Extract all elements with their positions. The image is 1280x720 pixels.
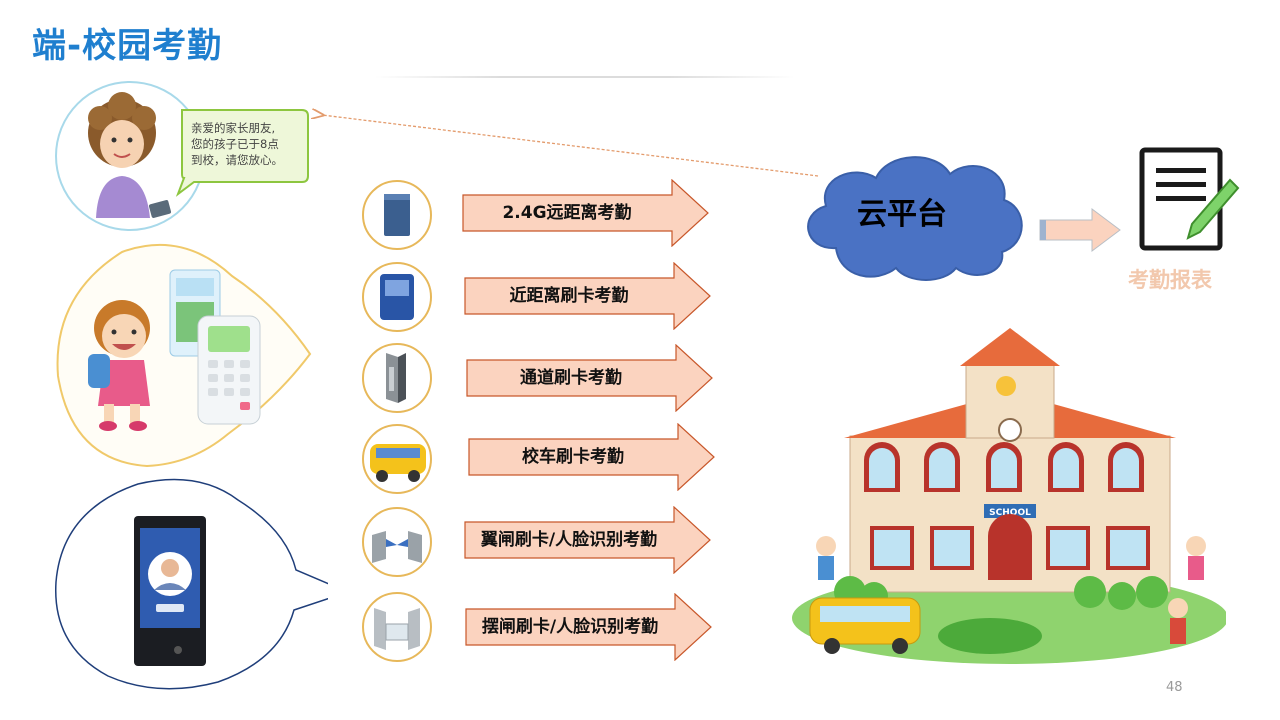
- cloud-platform-shape: 云平台: [807, 156, 1023, 281]
- face-recognition-bubble: [55, 478, 328, 690]
- cloud-to-report-arrow: [1039, 208, 1121, 252]
- wing-gate-icon: [362, 507, 432, 577]
- report-label: 考勤报表: [1128, 268, 1212, 292]
- method-arrow-card: 近距离刷卡考勤: [464, 262, 714, 330]
- method-label: 2.4G远距离考勤: [502, 203, 632, 223]
- school-illustration: SCHOOL: [792, 328, 1226, 664]
- method-arrow-wing-gate: 翼闸刷卡/人脸识别考勤: [464, 506, 714, 574]
- school-sign-text: SCHOOL: [989, 508, 1031, 518]
- message-line-3: 到校，请您放心。: [191, 153, 283, 167]
- page-number: 48: [1166, 680, 1183, 695]
- report-document-icon: [1139, 147, 1240, 251]
- method-label: 通道刷卡考勤: [520, 368, 622, 388]
- school-bus-icon: [362, 424, 432, 494]
- title-divider: [375, 76, 795, 78]
- method-arrow-long-range: 2.4G远距离考勤: [462, 179, 712, 247]
- message-line-2: 您的孩子已于8点: [191, 137, 279, 151]
- method-arrow-bus: 校车刷卡考勤: [468, 423, 718, 491]
- method-arrow-channel: 通道刷卡考勤: [466, 344, 716, 412]
- method-label: 摆闸刷卡/人脸识别考勤: [481, 617, 659, 637]
- parent-message-text: 亲爱的家长朋友, 您的孩子已于8点 到校，请您放心。: [191, 120, 301, 168]
- parent-notification-bubble: [55, 81, 309, 231]
- student-card-icon: [169, 269, 221, 357]
- face-terminal-icon: [134, 516, 206, 666]
- page-title: 端-校园考勤: [32, 26, 223, 66]
- message-line-1: 亲爱的家长朋友,: [191, 121, 276, 135]
- method-label: 翼闸刷卡/人脸识别考勤: [480, 530, 658, 550]
- student-figure-icon: [88, 300, 150, 431]
- channel-gate-icon: [362, 343, 432, 413]
- method-label: 校车刷卡考勤: [522, 447, 624, 467]
- kids-illustration: [816, 536, 1206, 644]
- method-label: 近距离刷卡考勤: [509, 286, 629, 306]
- long-range-reader-icon: [362, 180, 432, 250]
- parent-figure-icon: [88, 92, 172, 218]
- card-phone-icon: [197, 315, 261, 425]
- cloud-platform-label: 云平台: [857, 197, 947, 232]
- student-card-bubble: [56, 243, 312, 468]
- school-bus-illustration: [809, 597, 921, 654]
- card-reader-icon: [362, 262, 432, 332]
- method-arrow-swing-gate: 摆闸刷卡/人脸识别考勤: [465, 593, 715, 661]
- swing-gate-icon: [362, 592, 432, 662]
